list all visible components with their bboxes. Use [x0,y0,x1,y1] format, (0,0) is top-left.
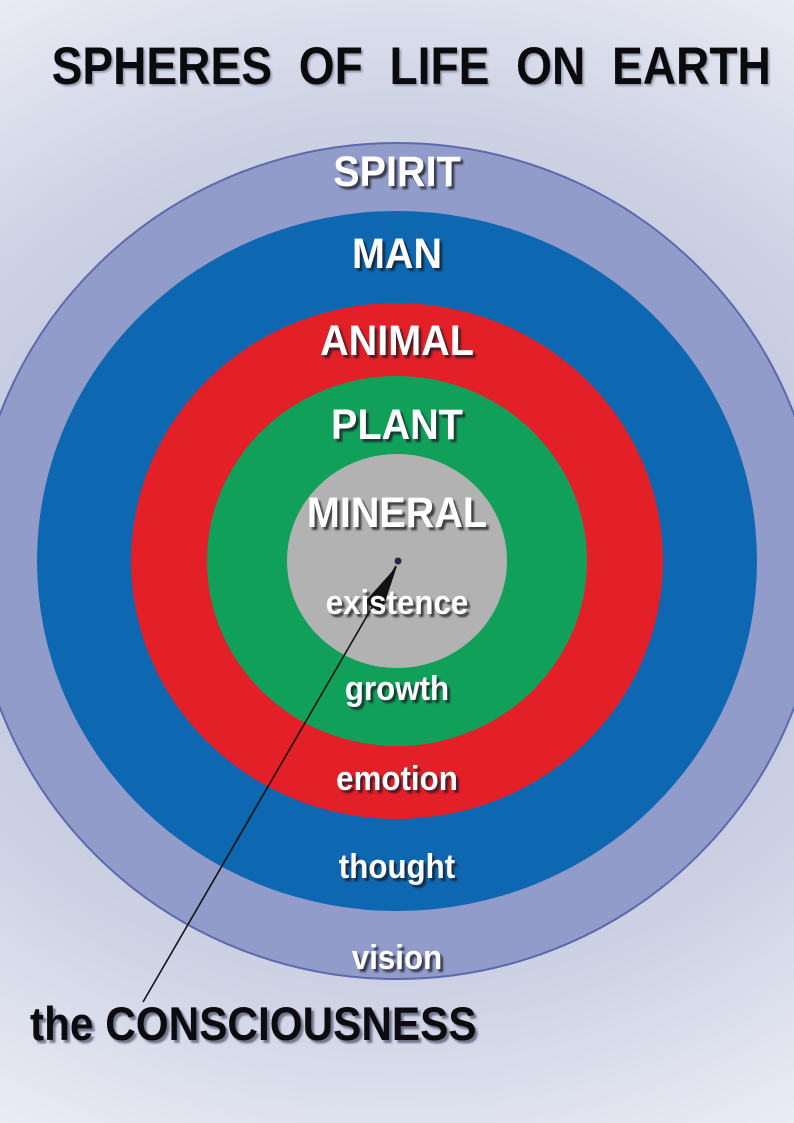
attribute-label-growth: growth [344,670,450,708]
consciousness-caption: the CONSCIOUSNESS [30,997,477,1050]
pointer-line [142,565,397,1003]
ring-label-plant: PLANT [331,401,463,449]
ring-label-mineral: MINERAL [306,489,488,537]
page-title: SPHERES OF LIFE ON EARTH [51,37,771,96]
attribute-label-thought: thought [338,848,456,886]
pointer-arrowhead [364,566,397,613]
ring-label-spirit: SPIRIT [333,148,461,196]
attribute-label-emotion: emotion [336,760,458,798]
ring-label-animal: ANIMAL [320,317,474,365]
attribute-label-vision: vision [351,939,443,977]
center-dot [394,557,402,565]
attribute-label-existence: existence [325,584,469,622]
ring-label-man: MAN [351,230,443,278]
